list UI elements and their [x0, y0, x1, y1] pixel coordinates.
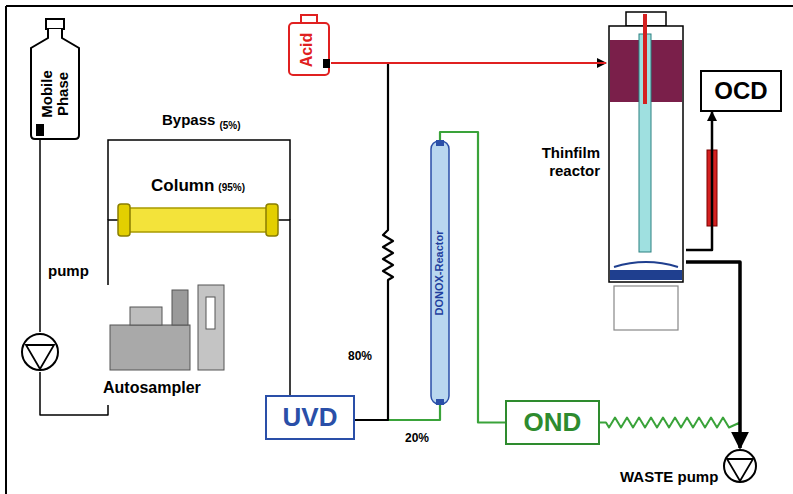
flow-label: Bypass [162, 111, 215, 128]
solvent-bottle: Mobile Phase [28, 18, 82, 140]
flow-line [686, 262, 740, 448]
flow-line [331, 62, 606, 64]
frame-line [6, 5, 793, 7]
column-body [124, 208, 272, 232]
flow-line [108, 220, 118, 285]
node-text: UVD [283, 402, 338, 433]
node-text: Autosampler [103, 379, 201, 396]
pump-circle [724, 450, 756, 482]
label-holder: 80% [347, 346, 373, 364]
reactor-base [614, 286, 678, 330]
frame-line [5, 6, 7, 494]
thinfilm-reactor-outline [606, 12, 686, 332]
outlet-port [36, 124, 44, 136]
flow-line [40, 372, 108, 415]
pump-symbol: pump [20, 332, 60, 372]
text-holder: Column (95%) [118, 176, 278, 196]
autosampler-tower [172, 290, 188, 325]
film-flow [614, 262, 678, 267]
label-holder: (5%) [219, 115, 240, 133]
column-end-cap [266, 204, 278, 236]
text-holder: Mobile Phase [39, 63, 71, 125]
autosampler-cabinet [198, 285, 224, 370]
pump-symbol-outline [20, 332, 60, 372]
flow-label: (5%) [219, 120, 240, 131]
node-text: pump [48, 262, 89, 279]
text-holder: DONOX-Reactor [434, 193, 446, 353]
pump-triangle [727, 459, 753, 481]
flow-line [355, 63, 606, 420]
pump-symbol-outline [722, 448, 758, 484]
acid-rod [643, 14, 647, 104]
flow-line [600, 418, 740, 449]
tube-cap [436, 399, 444, 405]
node-text: OND [524, 407, 582, 438]
text-holder: WASTE pump [620, 468, 718, 486]
detector-box: UVD [265, 395, 355, 440]
flow-line [39, 140, 41, 332]
node-text: Column [151, 176, 214, 196]
reactor-tube [431, 141, 449, 404]
cabinet-slot [206, 297, 215, 329]
node-text: Acid [299, 25, 316, 75]
label-holder: 20% [404, 428, 430, 446]
flow-line [278, 220, 290, 395]
bottle-body [289, 23, 329, 75]
pump-triangle [26, 345, 54, 369]
bottle-cap [46, 19, 64, 29]
split-percentage: 20% [404, 431, 430, 445]
autosampler-unit: Autosampler [100, 285, 230, 405]
node-text: OCD [714, 77, 767, 105]
text-holder: pump [48, 262, 89, 280]
detector-box: OCD [700, 70, 782, 112]
label-holder: Bypass [162, 111, 215, 129]
column-cylinder: Column (95%) [118, 176, 278, 234]
detector-box: OND [505, 400, 600, 445]
node-text: (95%) [218, 182, 245, 193]
pump-circle [22, 334, 58, 370]
column-end-cap [118, 204, 130, 236]
node-text: Mobile Phase [39, 63, 71, 125]
bottle-body [31, 29, 79, 139]
uv-reactor-tube: DONOX-Reactor [430, 140, 450, 405]
text-holder: Autosampler [103, 379, 201, 397]
node-text: WASTE pump [620, 468, 718, 485]
flow-line [686, 112, 712, 250]
text-holder: UVD [267, 397, 353, 438]
text-holder: OND [507, 402, 598, 443]
bottle-cap [301, 15, 317, 23]
text-holder: Thinfilm reactor [528, 144, 600, 181]
text-holder: Acid [299, 25, 316, 75]
autosampler-base [110, 325, 190, 370]
reactor-bottom-band [610, 270, 682, 280]
outlet-port [323, 59, 330, 68]
node-text: Thinfilm reactor [542, 144, 600, 179]
tube-cap [436, 140, 444, 146]
flow-line [355, 405, 440, 420]
acid-bottle: Acid [287, 14, 331, 76]
pump-symbol: WASTE pump [722, 448, 758, 484]
text-holder: OCD [702, 72, 780, 110]
thinfilm-reactor: Thinfilm reactor [606, 12, 686, 332]
split-percentage: 80% [347, 349, 373, 363]
node-text: DONOX-Reactor [434, 193, 446, 353]
autosampler-tray [130, 307, 162, 325]
